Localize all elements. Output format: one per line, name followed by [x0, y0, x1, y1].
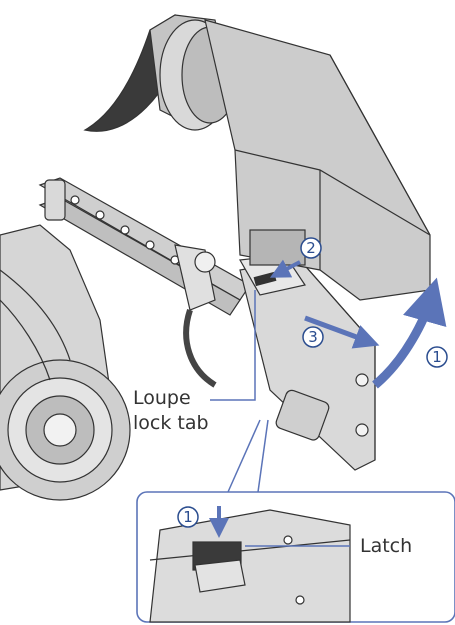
svg-text:1: 1	[183, 508, 193, 526]
press-arrow	[269, 259, 301, 278]
inset-step-1-marker: 1	[177, 506, 199, 528]
svg-text:2: 2	[306, 239, 316, 257]
loupe-hood	[83, 14, 431, 301]
swing-up-arrow	[372, 277, 447, 389]
loupe-lock-tab-label: Loupe lock tab	[133, 387, 209, 434]
step-1-marker: 1	[426, 346, 448, 368]
loupe-lock-tab-callout: Loupe lock tab	[133, 290, 256, 434]
svg-text:3: 3	[308, 328, 318, 346]
zoom-lines	[227, 419, 269, 493]
step-2-marker: 2	[300, 237, 322, 259]
motion-arrows	[269, 259, 447, 389]
latch-detail-inset: 1 Latch	[136, 491, 455, 623]
svg-text:1: 1	[432, 348, 442, 366]
step-3-marker: 3	[302, 326, 324, 348]
camera-body	[0, 224, 131, 501]
slide-arrow	[304, 315, 380, 349]
lcd-monitor	[239, 254, 376, 471]
latch-label: Latch	[360, 535, 412, 557]
